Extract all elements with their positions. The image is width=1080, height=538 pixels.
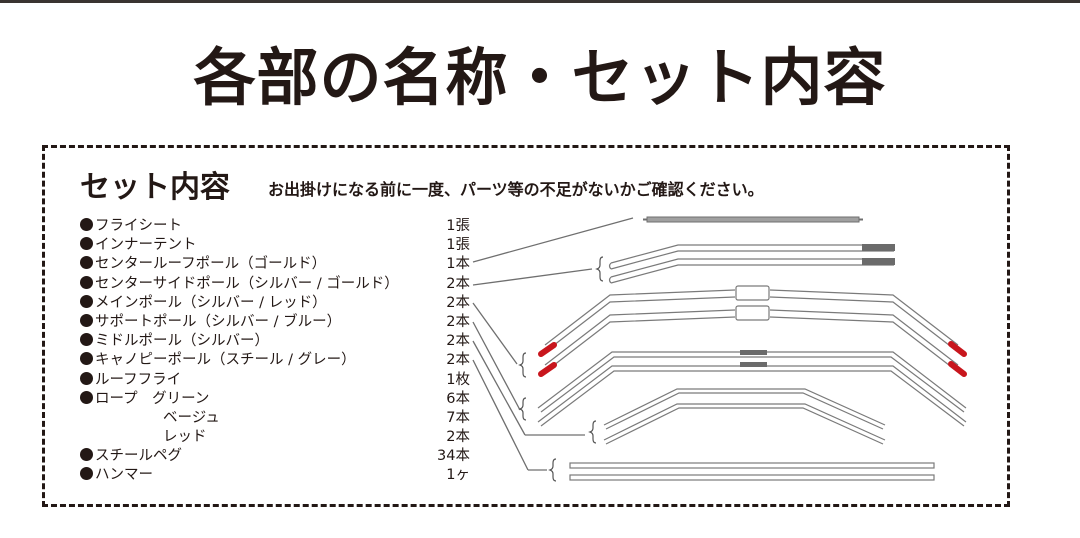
list-item: キャノピーポール（スチール / グレー） 2本 <box>80 351 470 370</box>
item-name: センターサイドポール（シルバー / ゴールド） <box>95 275 399 292</box>
list-item: センターサイドポール（シルバー / ゴールド） 2本 <box>80 275 470 294</box>
item-name: ハンマー <box>95 467 153 484</box>
item-qty: 7本 <box>446 409 470 426</box>
item-name: ベージュ <box>163 409 220 426</box>
item-name: レッド <box>163 429 207 446</box>
list-item: ミドルポール（シルバー） 2本 <box>80 332 470 351</box>
bullet-icon <box>80 467 93 481</box>
item-qty: 1ヶ <box>446 467 470 484</box>
list-item: インナーテント 1張 <box>80 236 470 255</box>
item-name: メインポール（シルバー / レッド） <box>95 294 327 311</box>
list-item: ルーフフライ 1枚 <box>80 371 470 390</box>
item-name: ロープ グリーン <box>95 390 210 407</box>
bullet-icon <box>80 294 93 308</box>
item-name: ミドルポール（シルバー） <box>95 333 269 350</box>
list-item: フライシート 1張 <box>80 217 470 236</box>
bullet-icon <box>80 448 93 462</box>
list-item: スチールペグ 34本 <box>80 447 470 466</box>
section-title: セット内容 <box>80 170 230 205</box>
item-qty: 2本 <box>446 352 470 369</box>
item-qty: 2本 <box>446 313 470 330</box>
bullet-icon <box>80 390 93 404</box>
list-item: レッド 2本 <box>80 428 470 447</box>
page-title: 各部の名称・セット内容 <box>193 41 887 114</box>
item-name: キャノピーポール（スチール / グレー） <box>95 352 356 369</box>
item-qty: 1張 <box>446 237 470 254</box>
item-qty: 6本 <box>446 390 470 407</box>
item-qty: 1本 <box>446 256 470 273</box>
list-item: ハンマー 1ヶ <box>80 466 470 485</box>
bullet-icon <box>80 218 93 231</box>
bullet-icon <box>80 352 93 366</box>
item-name: ルーフフライ <box>95 371 182 388</box>
item-qty: 34本 <box>437 448 470 465</box>
bullet-icon <box>80 237 93 251</box>
item-qty: 2本 <box>446 429 470 446</box>
set-contents-frame <box>42 145 1010 507</box>
item-qty: 1張 <box>446 218 470 234</box>
list-item: センタールーフポール（ゴールド） 1本 <box>80 255 470 274</box>
item-qty: 2本 <box>446 294 470 311</box>
list-item: ロープ グリーン 6本 <box>80 390 470 409</box>
list-item: メインポール（シルバー / レッド） 2本 <box>80 294 470 313</box>
bullet-icon <box>80 333 93 347</box>
bullet-icon <box>80 313 93 327</box>
bullet-icon <box>80 371 93 385</box>
item-qty: 2本 <box>446 333 470 350</box>
item-name: フライシート <box>95 218 182 234</box>
item-name: スチールペグ <box>95 448 182 465</box>
bullet-icon <box>80 275 93 289</box>
item-name: サポートポール（シルバー / ブルー） <box>95 313 342 330</box>
item-qty: 2本 <box>446 275 470 292</box>
bullet-icon <box>80 256 93 270</box>
item-name: センタールーフポール（ゴールド） <box>95 256 327 273</box>
top-border-bar <box>0 0 1080 3</box>
list-item: サポートポール（シルバー / ブルー） 2本 <box>80 313 470 332</box>
notice-text: お出掛けになる前に一度、パーツ等の不足がないかご確認ください。 <box>268 180 764 199</box>
list-item: ベージュ 7本 <box>80 409 470 428</box>
item-name: インナーテント <box>95 237 197 254</box>
item-list: フライシート 1張 インナーテント 1張 センタールーフポール（ゴールド） 1本 セン… <box>80 217 470 486</box>
item-qty: 1枚 <box>446 371 470 388</box>
